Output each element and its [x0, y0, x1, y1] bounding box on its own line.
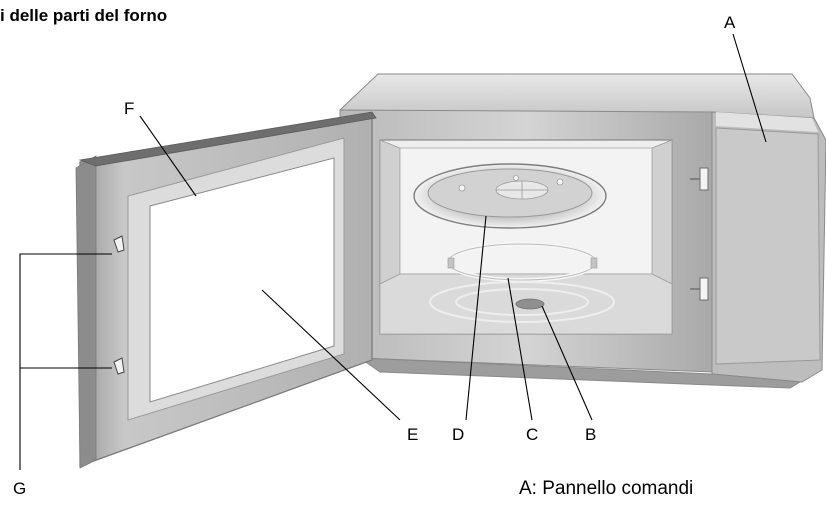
oven-door: [75, 111, 377, 469]
turntable-coupler: [429, 281, 615, 323]
leader-lines: [19, 33, 767, 470]
latch-holes: [690, 167, 709, 301]
label-g: G: [13, 479, 27, 498]
glass-turntable: [413, 163, 607, 229]
door-latches: [113, 235, 125, 375]
label-f: F: [124, 99, 135, 118]
page-title: i delle parti del forno: [0, 6, 168, 25]
label-a: A: [724, 13, 736, 32]
roller-ring: [446, 242, 598, 282]
control-panel: [715, 127, 821, 365]
label-c: C: [526, 425, 539, 444]
label-d: D: [452, 425, 465, 444]
legend-a: A: Pannello comandi: [519, 478, 694, 499]
label-e: E: [407, 425, 419, 444]
label-b: B: [585, 425, 597, 444]
